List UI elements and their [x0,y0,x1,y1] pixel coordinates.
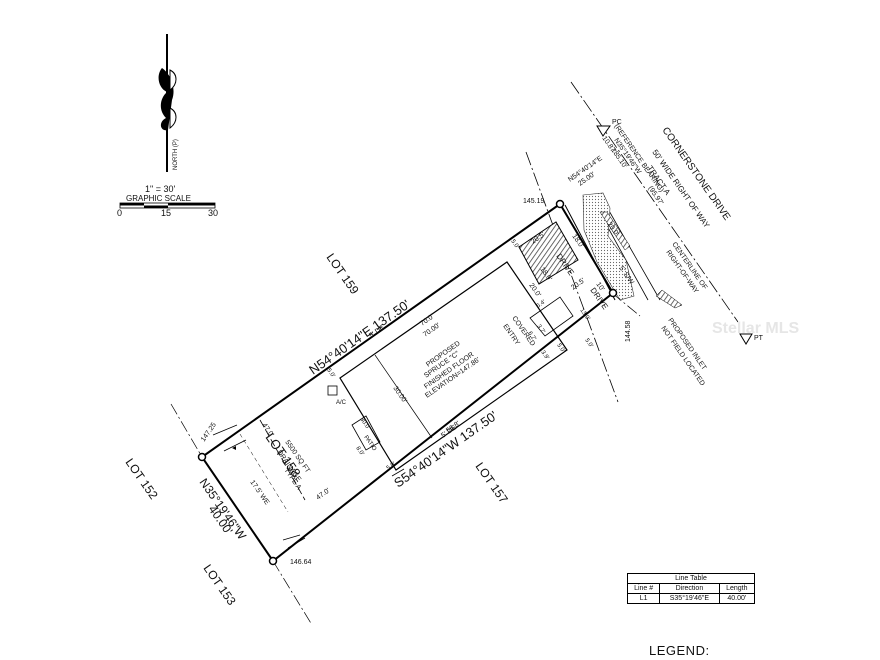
line-table-header: Line # [626,583,661,594]
elevation-nw: 147.25 [200,422,218,444]
drive-dim: 18.0' [570,233,584,249]
legend-heading: LEGEND: [649,643,710,658]
lot-we: 17.5' WE [248,479,270,506]
lot-152-label: LOT 152 [123,456,161,502]
lot-159-label: LOT 159 [324,251,362,297]
table-row: L1 S35°19'46"E 40.00' [626,593,756,604]
dim-label: 5.0' [325,368,335,379]
line-table-cell: S35°19'46"E [659,593,720,604]
entry-dim: 6.7' [526,331,536,342]
scale-tick: 30 [208,208,218,218]
lot-153-label: LOT 153 [201,562,239,608]
entry-dim: 3.7' [535,324,545,335]
line-table-title: Line Table [627,573,755,584]
elevation-se: 144.58 [625,320,632,342]
drive-dim: 6.4' [536,299,547,309]
dim-label: 5.0' [555,343,565,354]
drive-dim: 10' [594,281,605,292]
proposed-house [327,221,579,471]
pt-label: PT [754,335,764,342]
ac-label: A/C [336,400,347,406]
elevation-sw: 146.64 [290,559,312,566]
north-label: NORTH (P) [173,139,179,170]
watermark: Stellar MLS [712,320,800,337]
lot-labels: LOT 159 LOT 157 LOT 152 LOT 153 LOT 158 … [123,239,566,608]
line-table-cell: 40.00' [718,593,756,604]
line-table-header: Direction [659,583,720,594]
side-dim: 3.9' [539,350,549,361]
drive-dim: 5.0' [583,338,593,349]
dim-label: 5.0' [386,461,397,471]
patio-label: PATIO [362,435,377,453]
graphic-scale: 1" = 30' GRAPHIC SCALE 0 15 30 [117,184,218,218]
elevation-ne: 145.19 [523,198,545,205]
pc-label: PC [612,119,622,126]
line-table-header: Length [718,583,756,594]
scale-tick: 15 [161,208,171,218]
north-arrow-icon: NORTH (P) [158,34,179,172]
line-table: Line Table Line # Direction Length L1 S3… [626,573,756,604]
scale-title: GRAPHIC SCALE [126,194,191,203]
scale-ratio: 1" = 30' [145,184,175,194]
patio-depth: 8.0' [354,446,364,457]
scale-tick: 0 [117,208,122,218]
house-width: 30.00' [391,385,408,404]
north-line-label: N54°40'14"E 137.50' [306,297,413,378]
rear-dim: 47.0' [315,487,331,501]
lot-boundary [170,199,641,626]
line-table-cell: L1 [626,593,661,604]
lot-157-label: LOT 157 [473,460,511,506]
patio-width: 30.0' [358,417,370,431]
dim-label: 5.0' [509,239,519,250]
